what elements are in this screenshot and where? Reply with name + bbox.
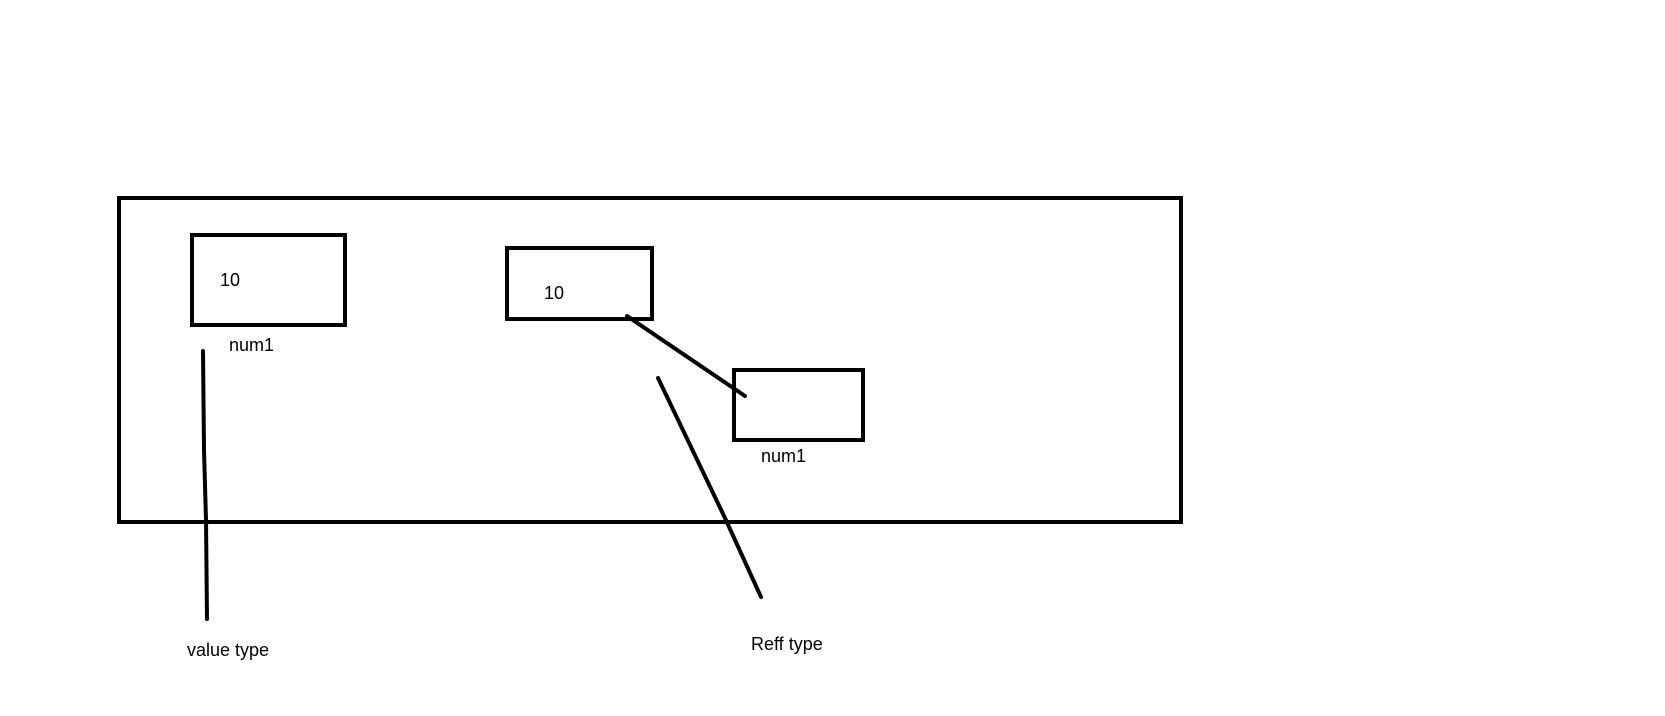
ref-type-label: Reff type [751, 634, 823, 654]
reference-box [505, 246, 654, 321]
value-variable: 10 num1 [190, 233, 347, 355]
value-type-callout-line [201, 349, 209, 621]
referenced-object: num1 [732, 368, 865, 466]
referenced-object-box [732, 368, 865, 442]
ref-type-callout-line [656, 376, 763, 599]
referenced-object-name: num1 [761, 446, 806, 466]
value-type-label: value type [187, 640, 269, 660]
reference-pointer-line [625, 314, 747, 398]
value-box-value: 10 [220, 270, 240, 290]
value-box [190, 233, 347, 327]
value-box-name: num1 [229, 335, 274, 355]
memory-frame [117, 196, 1183, 524]
reference-box-value: 10 [544, 283, 564, 303]
reference-variable: 10 [505, 246, 654, 321]
